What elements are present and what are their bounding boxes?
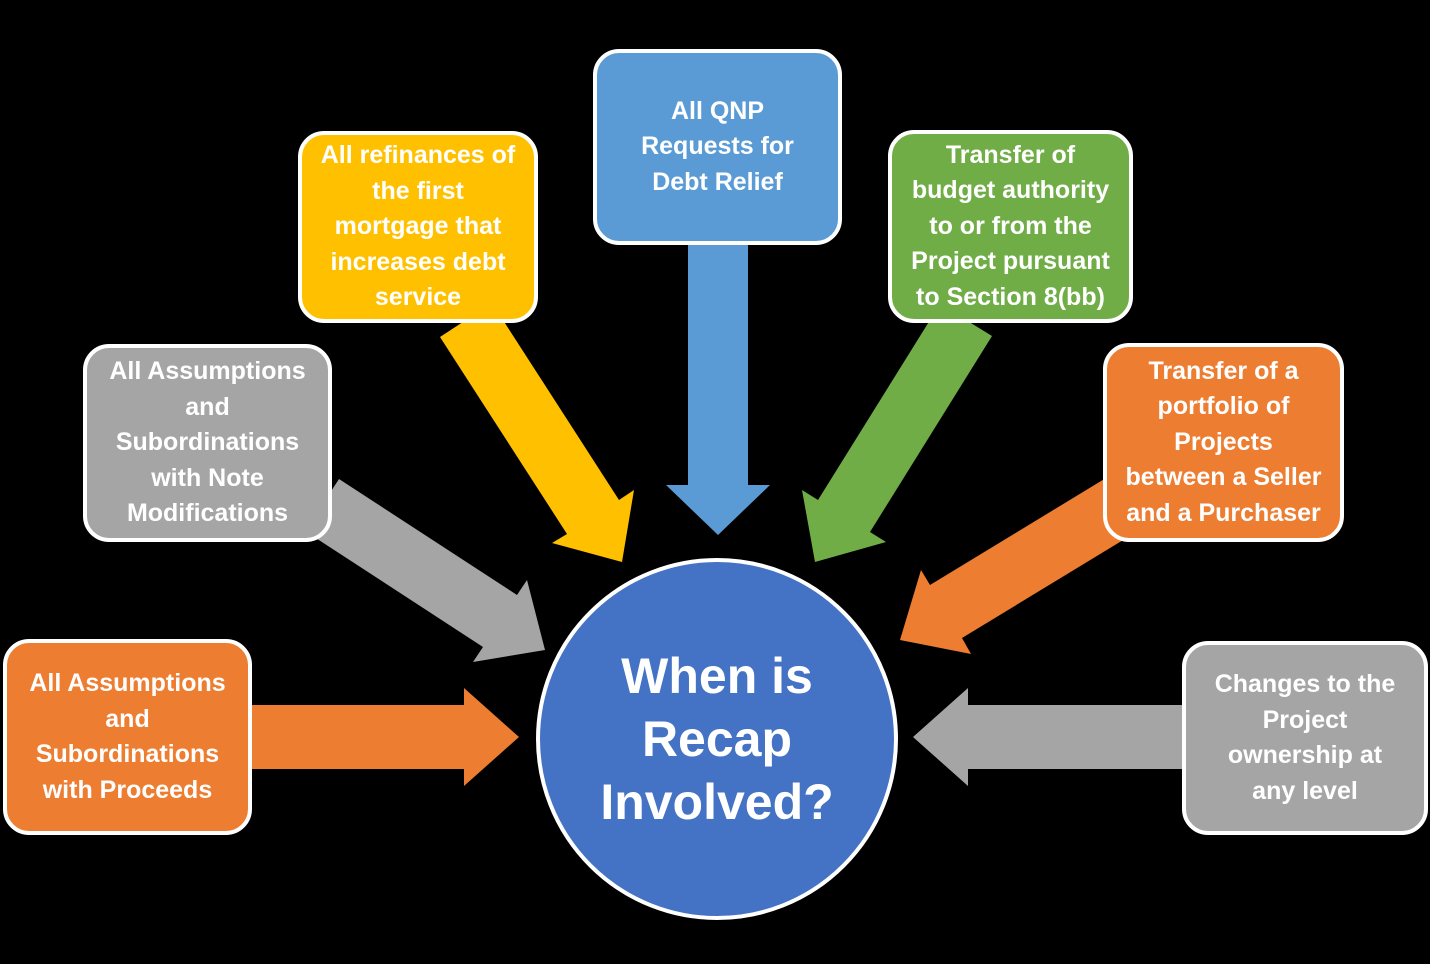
node-note-modifications: All Assumptions and Subordinations with … [83,344,332,542]
node-budget-authority-label: Transfer of budget authority to or from … [911,140,1110,311]
arrow-note-modifications [305,479,545,662]
arrow-ownership [913,688,1184,786]
node-portfolio-label: Transfer of a portfolio of Projects betw… [1125,356,1322,527]
node-proceeds: All Assumptions and Subordinations with … [3,639,252,835]
node-qnp-debt-relief: All QNP Requests for Debt Relief [593,49,842,245]
node-ownership-label: Changes to the Project ownership at any … [1214,670,1396,805]
node-refinances: All refinances of the first mortgage tha… [298,131,538,323]
arrow-proceeds [250,688,519,786]
center-circle-label: When is Recap Involved? [600,647,834,830]
node-ownership-changes: Changes to the Project ownership at any … [1182,641,1428,835]
node-portfolio-transfer: Transfer of a portfolio of Projects betw… [1103,343,1344,542]
node-refinances-label: All refinances of the first mortgage tha… [320,141,516,312]
arrow-refinances [440,303,634,562]
node-budget-authority: Transfer of budget authority to or from … [888,130,1133,323]
arrow-portfolio [900,478,1138,654]
node-note-modifications-label: All Assumptions and Subordinations with … [109,357,306,528]
node-qnp-label: All QNP Requests for Debt Relief [641,96,794,196]
node-proceeds-label: All Assumptions and Subordinations with … [29,669,226,804]
arrow-qnp [666,244,770,535]
arrow-budget-authority [802,304,992,562]
center-circle: When is Recap Involved? [536,558,898,920]
